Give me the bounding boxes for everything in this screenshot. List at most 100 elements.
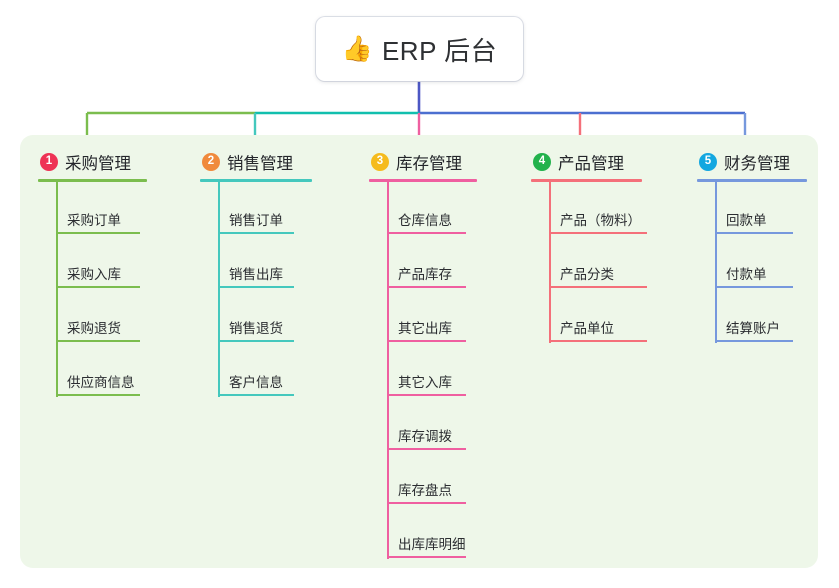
leaf-item[interactable]: 销售退货 bbox=[200, 290, 312, 344]
branch-trunk bbox=[218, 182, 220, 397]
leaf-rule bbox=[218, 286, 294, 288]
leaf-item[interactable]: 销售出库 bbox=[200, 236, 312, 290]
leaf-label: 结算账户 bbox=[726, 321, 780, 336]
leaf-rule bbox=[715, 286, 793, 288]
leaf-rule bbox=[387, 394, 466, 396]
column-header-1[interactable]: 1 采购管理 bbox=[38, 145, 147, 179]
leaf-label: 产品库存 bbox=[398, 267, 452, 282]
branch-trunk bbox=[56, 182, 58, 397]
leaf-item[interactable]: 库存调拨 bbox=[369, 398, 477, 452]
column-1: 1 采购管理采购订单采购入库采购退货供应商信息 bbox=[38, 145, 147, 398]
leaf-item[interactable]: 产品分类 bbox=[531, 236, 647, 290]
leaf-label: 库存调拨 bbox=[398, 429, 452, 444]
leaf-label: 付款单 bbox=[726, 267, 767, 282]
leaf-item[interactable]: 采购退货 bbox=[38, 290, 147, 344]
leaf-rule bbox=[218, 340, 294, 342]
column-title: 财务管理 bbox=[724, 155, 790, 173]
column-header-rule bbox=[369, 179, 477, 182]
column-4: 4 产品管理产品（物料） 产品分类产品单位 bbox=[531, 145, 647, 344]
leaf-item[interactable]: 其它入库 bbox=[369, 344, 477, 398]
leaf-rule bbox=[715, 232, 793, 234]
leaf-rule bbox=[56, 286, 140, 288]
branch-body: 产品（物料） 产品分类产品单位 bbox=[531, 182, 647, 344]
leaf-rule bbox=[387, 340, 466, 342]
leaf-rule bbox=[387, 286, 466, 288]
column-title: 采购管理 bbox=[65, 155, 131, 173]
branch-trunk bbox=[715, 182, 717, 343]
column-title: 产品管理 bbox=[558, 155, 624, 173]
leaf-item[interactable]: 采购入库 bbox=[38, 236, 147, 290]
thumbs-up-icon: 👍 bbox=[341, 34, 373, 63]
leaf-item[interactable]: 付款单 bbox=[697, 236, 807, 290]
leaf-item[interactable]: 产品单位 bbox=[531, 290, 647, 344]
leaf-label: 销售订单 bbox=[229, 213, 283, 228]
column-header-3[interactable]: 3 库存管理 bbox=[369, 145, 477, 179]
branch-trunk bbox=[387, 182, 389, 559]
leaf-rule bbox=[387, 448, 466, 450]
branches-panel bbox=[20, 135, 818, 568]
leaf-label: 库存盘点 bbox=[398, 483, 452, 498]
column-title: 销售管理 bbox=[227, 155, 293, 173]
leaf-label: 产品单位 bbox=[560, 321, 614, 336]
leaf-rule bbox=[56, 394, 140, 396]
leaf-item[interactable]: 回款单 bbox=[697, 182, 807, 236]
column-badge-5: 5 bbox=[699, 153, 717, 171]
leaf-label: 产品分类 bbox=[560, 267, 614, 282]
column-header-rule bbox=[200, 179, 312, 182]
branch-body: 采购订单采购入库采购退货供应商信息 bbox=[38, 182, 147, 398]
leaf-item[interactable]: 其它出库 bbox=[369, 290, 477, 344]
column-badge-3: 3 bbox=[371, 153, 389, 171]
column-header-rule bbox=[38, 179, 147, 182]
column-title: 库存管理 bbox=[396, 155, 462, 173]
leaf-label: 出库库明细 bbox=[398, 537, 466, 552]
leaf-item[interactable]: 销售订单 bbox=[200, 182, 312, 236]
leaf-label: 回款单 bbox=[726, 213, 767, 228]
leaf-item[interactable]: 仓库信息 bbox=[369, 182, 477, 236]
leaf-item[interactable]: 库存盘点 bbox=[369, 452, 477, 506]
leaf-rule bbox=[56, 232, 140, 234]
branch-body: 仓库信息产品库存其它出库其它入库库存调拨库存盘点出库库明细 bbox=[369, 182, 477, 560]
column-header-5[interactable]: 5 财务管理 bbox=[697, 145, 807, 179]
leaf-label: 采购订单 bbox=[67, 213, 121, 228]
leaf-label: 仓库信息 bbox=[398, 213, 452, 228]
leaf-rule bbox=[218, 232, 294, 234]
leaf-rule bbox=[218, 394, 294, 396]
column-3: 3 库存管理仓库信息产品库存其它出库其它入库库存调拨库存盘点出库库明细 bbox=[369, 145, 477, 560]
leaf-label: 其它出库 bbox=[398, 321, 452, 336]
branch-body: 回款单付款单结算账户 bbox=[697, 182, 807, 344]
leaf-label: 采购退货 bbox=[67, 321, 121, 336]
leaf-item[interactable]: 产品库存 bbox=[369, 236, 477, 290]
leaf-item[interactable]: 采购订单 bbox=[38, 182, 147, 236]
leaf-rule bbox=[387, 556, 466, 558]
column-header-rule bbox=[697, 179, 807, 182]
leaf-item[interactable]: 客户信息 bbox=[200, 344, 312, 398]
root-node[interactable]: 👍 ERP 后台 bbox=[316, 17, 523, 81]
leaf-rule bbox=[549, 286, 647, 288]
leaf-label: 产品（物料） bbox=[560, 213, 641, 228]
column-header-rule bbox=[531, 179, 642, 182]
leaf-rule bbox=[549, 232, 647, 234]
column-badge-1: 1 bbox=[40, 153, 58, 171]
leaf-label: 其它入库 bbox=[398, 375, 452, 390]
leaf-item[interactable]: 结算账户 bbox=[697, 290, 807, 344]
column-5: 5 财务管理回款单付款单结算账户 bbox=[697, 145, 807, 344]
leaf-item[interactable]: 出库库明细 bbox=[369, 506, 477, 560]
column-badge-4: 4 bbox=[533, 153, 551, 171]
leaf-rule bbox=[387, 232, 466, 234]
leaf-rule bbox=[715, 340, 793, 342]
leaf-item[interactable]: 供应商信息 bbox=[38, 344, 147, 398]
branch-body: 销售订单销售出库销售退货客户信息 bbox=[200, 182, 312, 398]
leaf-rule bbox=[56, 340, 140, 342]
leaf-label: 销售出库 bbox=[229, 267, 283, 282]
leaf-item[interactable]: 产品（物料） bbox=[531, 182, 647, 236]
leaf-label: 客户信息 bbox=[229, 375, 283, 390]
column-header-4[interactable]: 4 产品管理 bbox=[531, 145, 642, 179]
leaf-label: 销售退货 bbox=[229, 321, 283, 336]
leaf-rule bbox=[549, 340, 647, 342]
leaf-label: 采购入库 bbox=[67, 267, 121, 282]
leaf-label: 供应商信息 bbox=[67, 375, 135, 390]
